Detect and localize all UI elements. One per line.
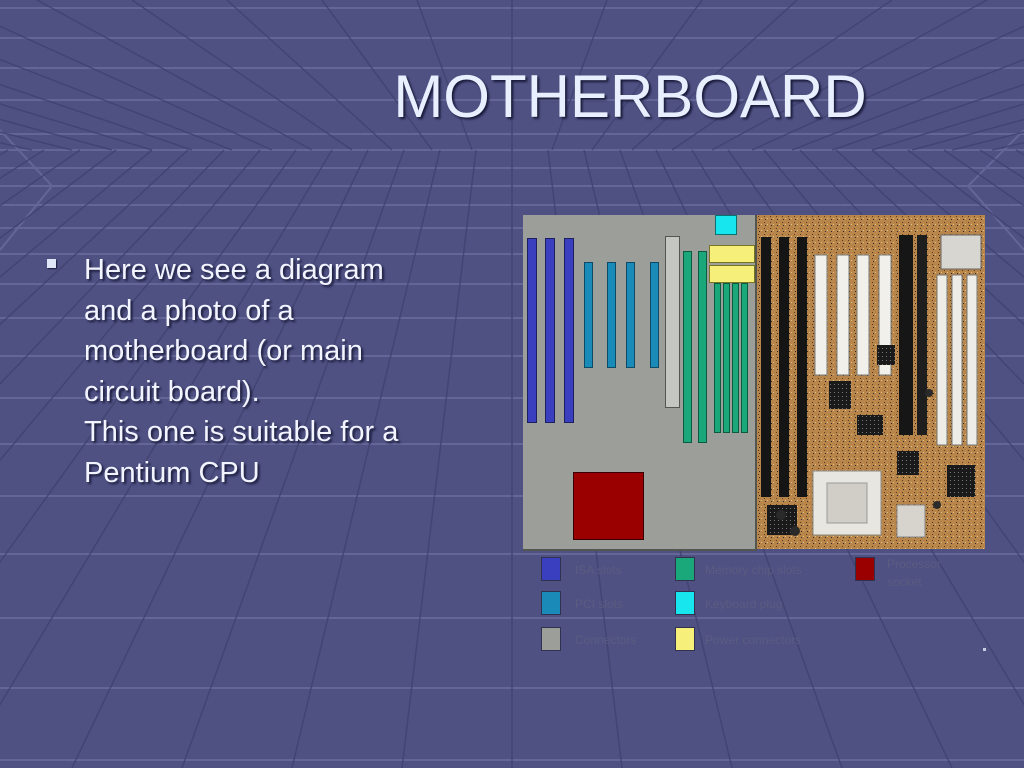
isa-slot xyxy=(545,238,555,423)
power-connector xyxy=(709,245,755,263)
legend-swatch xyxy=(541,627,561,651)
legend-label: Power connectors xyxy=(705,633,802,647)
pci-slot xyxy=(584,262,593,368)
legend-label: Memory chip slots xyxy=(705,563,802,577)
legend-swatch xyxy=(541,557,561,581)
bullet-line: Here we see a diagram xyxy=(84,254,384,286)
memory-slot xyxy=(714,283,721,433)
legend-swatch xyxy=(541,591,561,615)
bullet-line: and a photo of a xyxy=(84,294,294,327)
pci-slot xyxy=(650,262,659,368)
memory-slot xyxy=(698,251,707,443)
pci-slot xyxy=(626,262,635,368)
legend-swatch xyxy=(855,557,875,581)
motherboard-photo xyxy=(757,215,985,549)
motherboard-figure: ISA slots Memory chip slots Processor so… xyxy=(523,215,985,659)
motherboard-diagram xyxy=(523,215,757,551)
legend-label: ISA slots xyxy=(575,563,622,577)
slide-title: MOTHERBOARD xyxy=(393,63,867,130)
legend-label: Processor socket xyxy=(887,557,942,589)
connector xyxy=(665,236,680,408)
legend-swatch xyxy=(675,627,695,651)
isa-slot xyxy=(564,238,574,423)
legend-label: Keyboard plug xyxy=(705,597,783,611)
memory-slot xyxy=(732,283,739,433)
bullet-square-icon xyxy=(47,259,56,268)
isa-slot xyxy=(527,238,537,423)
pci-slot xyxy=(607,262,616,368)
bullet-line: motherboard (or main xyxy=(84,335,363,367)
bullet-text: Here we see a diagram and a photo of a m… xyxy=(84,250,484,493)
legend-label: PCI slots xyxy=(575,597,624,611)
bullet-item: Here we see a diagram and a photo of a m… xyxy=(44,250,484,493)
processor-socket xyxy=(573,472,644,540)
memory-slot xyxy=(723,283,730,433)
memory-slot xyxy=(741,283,748,433)
bullet-line: Pentium CPU xyxy=(84,456,260,489)
legend-swatch xyxy=(675,557,695,581)
bullet-line: circuit board). xyxy=(84,375,260,408)
decorative-dot xyxy=(983,648,986,651)
motherboard-photo-image xyxy=(757,215,985,549)
power-connector xyxy=(709,265,755,283)
legend-label: Connectors xyxy=(575,633,637,647)
keyboard-plug xyxy=(715,215,737,235)
memory-slot xyxy=(683,251,692,443)
bullet-line: This one is suitable for a xyxy=(84,416,399,448)
diagram-legend: ISA slots Memory chip slots Processor so… xyxy=(523,551,985,659)
legend-swatch xyxy=(675,591,695,615)
